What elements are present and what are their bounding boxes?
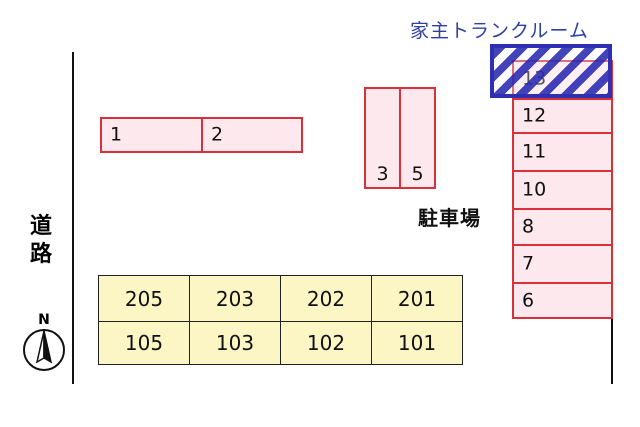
- road-label-char-2: 路: [30, 242, 53, 267]
- compass-north-letter: N: [38, 312, 50, 328]
- parking-slot-10: 10: [512, 170, 613, 210]
- parking-slot-8: 8: [512, 208, 613, 246]
- room-201: 201: [371, 275, 463, 322]
- parking-slot-number: 7: [522, 252, 535, 275]
- room-105: 105: [98, 321, 190, 365]
- parking-slot-number: 1: [110, 123, 123, 146]
- room-202: 202: [280, 275, 372, 322]
- trunk-room-area: [490, 44, 612, 98]
- road-label-char-1: 道: [30, 214, 53, 239]
- parking-slot-5: 5: [399, 87, 436, 189]
- parking-slot-1: 1: [100, 117, 203, 153]
- parking-slot-number: 3: [376, 163, 389, 185]
- north-arrow-icon: [23, 329, 65, 371]
- compass-icon: N: [20, 312, 68, 374]
- trunk-room-title: 家主トランクルーム: [410, 20, 589, 42]
- parking-slot-number: 2: [211, 123, 224, 146]
- parking-lot-label: 駐車場: [418, 206, 481, 230]
- parking-slot-number: 12: [522, 104, 547, 127]
- road-boundary-line: [72, 52, 74, 384]
- parking-slot-12: 12: [512, 98, 613, 134]
- parking-slot-3: 3: [364, 87, 401, 189]
- room-102: 102: [280, 321, 372, 365]
- parking-slot-number: 8: [522, 215, 535, 238]
- parking-slot-6: 6: [512, 282, 613, 319]
- parking-slot-11: 11: [512, 132, 613, 172]
- room-205: 205: [98, 275, 190, 322]
- parking-slot-number: 5: [411, 163, 424, 185]
- room-103: 103: [189, 321, 281, 365]
- parking-slot-number: 6: [522, 289, 535, 311]
- parking-slot-7: 7: [512, 244, 613, 284]
- parking-slot-2: 2: [201, 117, 303, 153]
- room-101: 101: [371, 321, 463, 365]
- room-203: 203: [189, 275, 281, 322]
- parking-slot-number: 11: [522, 140, 547, 163]
- parking-slot-number: 10: [522, 178, 547, 201]
